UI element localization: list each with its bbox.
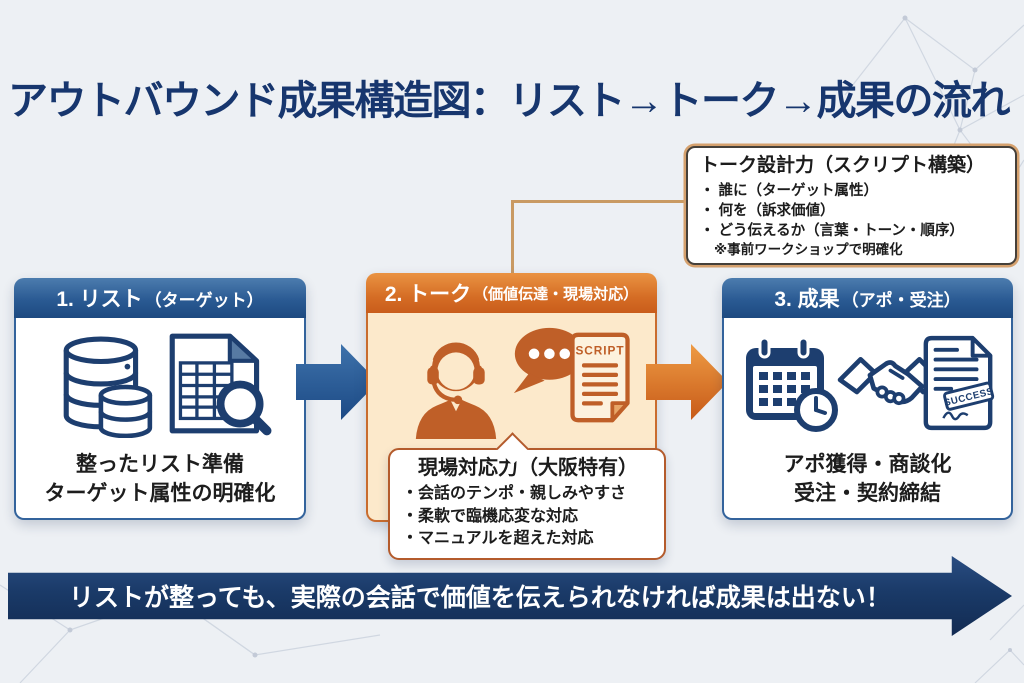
callout-bullet: ・ 誰に（ターゲット属性） [700, 182, 879, 199]
step3-caption-line2: 受注・契約締結 [794, 482, 941, 506]
step1-caption-line1: 整ったリスト準備 [76, 453, 244, 476]
step1-header-sublabel: （ターゲット） [144, 290, 264, 310]
callout-bullet: ・ 何を（訴求価値） [700, 202, 835, 219]
step1-caption-line2: ターゲット属性の明確化 [44, 482, 276, 506]
field-response-bullet: ・柔軟で臨機応変な対応 [402, 507, 579, 525]
operator-headset-icon [415, 342, 497, 439]
step1-header-label: 1. リスト [56, 288, 143, 311]
bottom-banner-text: リストが整っても、実際の会話で価値を伝えられなければ成果は出ない！ [68, 583, 891, 612]
talk-design-callout: トーク設計力（スクリプト構築） ・ 誰に（ターゲット属性） ・ 何を（訴求価値）… [686, 146, 1017, 265]
script-document-icon: SCRIPT [570, 332, 630, 423]
success-document-icon: SUCCESS [923, 335, 995, 431]
step2-header-label: 2. トーク [384, 283, 472, 306]
callout-connector-vertical [511, 200, 514, 276]
step3-header: 3. 成果 （アポ・受注） [722, 278, 1013, 318]
calendar-clock-icon [746, 336, 838, 432]
field-response-bullet: ・マニュアルを超えた対応 [402, 530, 594, 548]
flow-arrow-list-to-talk [296, 344, 378, 420]
step1-header: 1. リスト （ターゲット） [14, 278, 306, 318]
step3-caption: アポ獲得・商談化 受注・契約締結 [722, 450, 1013, 509]
speech-bubble-icon [513, 327, 584, 394]
spreadsheet-search-icon [169, 333, 272, 436]
callout-title: トーク設計力（スクリプト構築） [700, 155, 986, 176]
step2-header-sublabel: （価値伝達・現場対応） [473, 285, 639, 303]
page-title: アウトバウンド成果構造図：リスト→トーク→成果の流れ [8, 79, 1011, 123]
step1-list-box: 1. リスト （ターゲット） [14, 278, 306, 520]
callout-bullet: ・ どう伝えるか（言葉・トーン・順序） [700, 222, 964, 239]
callout-connector-horizontal [511, 200, 688, 203]
script-label: SCRIPT [575, 344, 624, 358]
flow-arrow-talk-to-result [646, 344, 728, 420]
field-response-title: 現場対応力（大阪特有） [418, 457, 638, 479]
step3-header-label: 3. 成果 [774, 288, 840, 311]
field-response-box: 現場対応力（大阪特有） ・会話のテンポ・親しみやすさ ・柔軟で臨機応変な対応 ・… [388, 432, 666, 560]
step3-result-box: 3. 成果 （アポ・受注） [722, 278, 1013, 520]
step3-header-sublabel: （アポ・受注） [841, 290, 961, 310]
step2-header: 2. トーク （価値伝達・現場対応） [366, 273, 657, 313]
database-icon [63, 336, 153, 438]
step1-caption: 整ったリスト準備 ターゲット属性の明確化 [14, 450, 306, 509]
step3-caption-line1: アポ獲得・商談化 [783, 453, 952, 476]
step1-body [14, 318, 306, 520]
field-response-bullet: ・会話のテンポ・親しみやすさ [402, 485, 627, 502]
callout-note: ※事前ワークショップで明確化 [714, 241, 903, 257]
